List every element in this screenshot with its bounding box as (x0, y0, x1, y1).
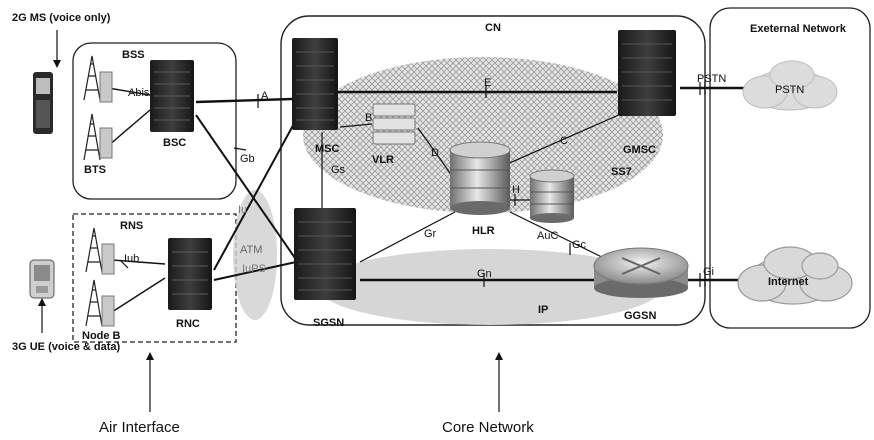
cn-region (280, 15, 706, 326)
hlr-label: HLR (472, 225, 495, 237)
bts-label: BTS (84, 164, 106, 176)
auc-database-icon (529, 169, 575, 223)
sgsn-label: SGSN (313, 317, 344, 329)
ue-3g-caption: 3G UE (voice & data) (12, 341, 121, 353)
air-interface-caption: Air Interface (99, 419, 180, 436)
b-label: B (365, 112, 372, 124)
node-b-label: Node B (82, 330, 121, 342)
gn-label: Gn (477, 268, 492, 280)
bts-cabinet-icon (99, 71, 113, 159)
gc-label: Gc (572, 239, 587, 251)
ip-label: IP (538, 304, 548, 316)
vlr-label: VLR (372, 154, 394, 166)
atm-label: ATM (240, 244, 262, 256)
internet-cloud-label: Internet (768, 276, 809, 288)
bss-label: BSS (122, 49, 145, 61)
iu-label: Iu (238, 204, 247, 216)
atm-area (233, 190, 277, 320)
internet-cloud (737, 246, 853, 305)
pstn-link-label: PSTN (697, 73, 726, 85)
interface-ticks (119, 82, 706, 287)
e-label: E (484, 77, 491, 89)
auc-label: AuC (537, 230, 558, 242)
iups-label: IuPS (242, 263, 266, 275)
ggsn-router-icon (593, 247, 689, 298)
arrowheads (38, 60, 503, 360)
2g-phone-icon (33, 72, 53, 134)
bts-tower-icon (83, 55, 101, 161)
bsc-rack-icon (150, 60, 194, 132)
gmsc-label: GMSC (623, 144, 656, 156)
a-label: A (261, 90, 269, 102)
3g-ue-icon (29, 259, 55, 299)
c-label: C (560, 135, 568, 147)
gmsc-rack-icon (618, 30, 676, 116)
core-network-caption: Core Network (442, 419, 534, 436)
sgsn-rack-icon (294, 208, 356, 300)
msc-label: MSC (315, 143, 340, 155)
rnc-rack-icon (168, 238, 212, 310)
ggsn-label: GGSN (624, 310, 656, 322)
bss-region (72, 42, 237, 200)
external-label: Exeternal Network (750, 23, 847, 35)
rnc-label: RNC (176, 318, 200, 330)
ms-2g-caption: 2G MS (voice only) (12, 12, 111, 24)
bsc-label: BSC (163, 137, 186, 149)
rns-label: RNS (120, 220, 143, 232)
pstn-cloud (742, 60, 838, 111)
gr-label: Gr (424, 228, 437, 240)
iub-label: Iub (124, 253, 139, 265)
vlr-server-icon (372, 103, 416, 145)
node-b-cabinet-icon (101, 243, 115, 327)
node-b-tower-icon (85, 227, 103, 327)
pstn-cloud-label: PSTN (775, 84, 804, 96)
ss7-label: SS7 (611, 166, 632, 178)
gs-label: Gs (331, 164, 346, 176)
external-region (709, 7, 871, 329)
gb-label: Gb (240, 153, 255, 165)
gi-label: Gi (703, 266, 714, 278)
d-label: D (431, 147, 439, 159)
hlr-database-icon (449, 141, 511, 215)
msc-rack-icon (292, 38, 338, 130)
h-label: H (512, 184, 520, 196)
abis-label: Abis (128, 87, 150, 99)
ip-area (318, 249, 662, 325)
cn-label: CN (485, 22, 501, 34)
